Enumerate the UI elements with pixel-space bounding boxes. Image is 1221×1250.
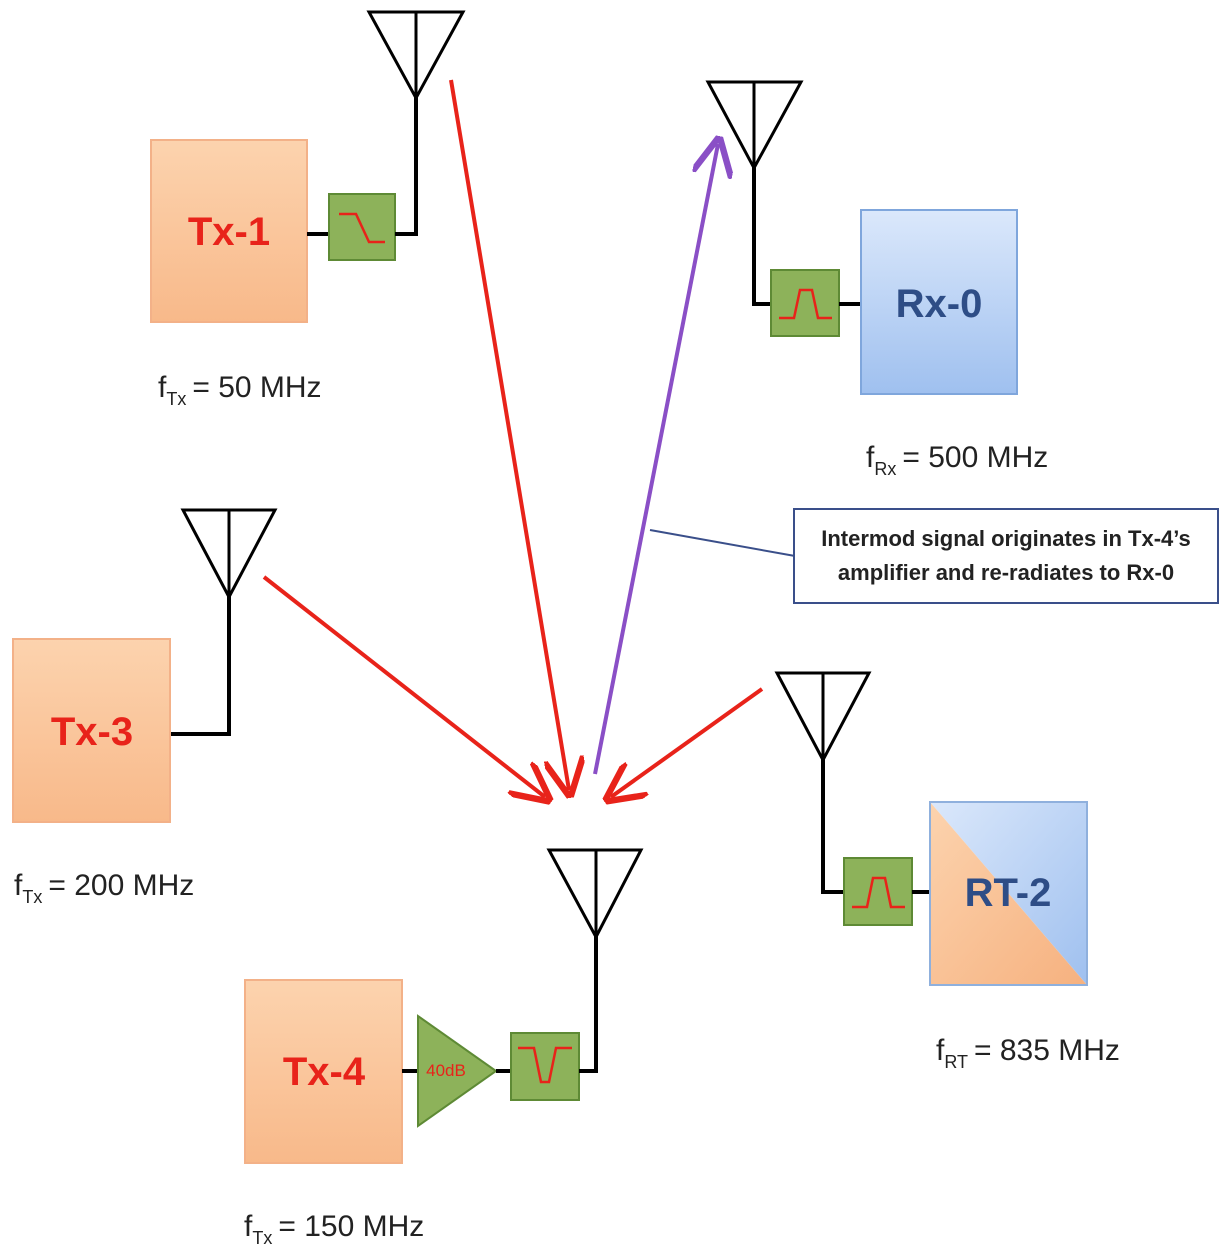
arrow-intermod-to-rx0 (593, 144, 718, 775)
tx3-label: Tx-3 (51, 710, 133, 754)
rx0-filter (770, 269, 840, 337)
rx0-group: Rx-0 fRx= 500 MHz (705, 80, 1048, 479)
amplifier-gain: 40dB (426, 1061, 466, 1080)
tx4-feed-line (579, 936, 598, 1073)
tx4-antenna-icon (546, 848, 644, 941)
rt2-antenna-icon (774, 671, 872, 764)
tx1-block (150, 139, 308, 323)
tx1-feed-line (395, 96, 418, 236)
rx0-label: Rx-0 (896, 282, 983, 326)
tx1-label: Tx-1 (188, 210, 270, 254)
tx4-block (244, 979, 403, 1164)
bandpass-filter-icon (779, 288, 832, 320)
tx1-group: Tx-1 fTx= 50 MHz (150, 10, 466, 409)
rx0-frequency: fRx= 500 MHz (866, 441, 1048, 479)
tx4-filter (510, 1032, 580, 1101)
rx0-antenna-icon (705, 80, 804, 172)
rx0-feed-line (752, 166, 771, 306)
tx3-feed-line (171, 595, 231, 736)
tx1-antenna-icon (366, 10, 466, 102)
tx1-frequency: fTx= 50 MHz (158, 371, 322, 409)
tx4-label: Tx-4 (283, 1050, 366, 1094)
rx0-block (860, 209, 1018, 395)
rt2-feed-line (821, 758, 844, 894)
tx3-antenna-icon (180, 508, 278, 601)
tx3-frequency: fTx= 200 MHz (14, 869, 194, 907)
arrow-tx1-to-tx4 (449, 79, 569, 790)
rt2-block (929, 801, 1088, 986)
bandpass-filter-icon (852, 876, 905, 909)
rt2-filter (843, 857, 913, 926)
arrow-tx3-to-tx4 (262, 575, 545, 797)
tx4-group: Tx-4 40dB fTx= 150 MHz (244, 848, 644, 1248)
arrow-rt2-to-tx4 (611, 687, 764, 797)
tx4-frequency: fTx= 150 MHz (244, 1210, 424, 1245)
rt2-group: RT-2 fRT= 835 MHz (774, 671, 1120, 1072)
callout-line-1: Intermod signal originates in Tx-4’s (821, 526, 1191, 551)
intermod-callout: Intermod signal originates in Tx-4’s amp… (793, 508, 1219, 604)
lowpass-filter-icon (339, 212, 385, 244)
rt2-label: RT-2 (965, 871, 1052, 915)
amplifier-icon (417, 1014, 498, 1128)
rt2-frequency: fRT= 835 MHz (936, 1034, 1120, 1072)
tx3-group: Tx-3 fTx= 200 MHz (12, 508, 278, 907)
callout-leader-line (649, 529, 796, 557)
tx3-block (12, 638, 171, 823)
callout-line-2: amplifier and re-radiates to Rx-0 (837, 560, 1175, 585)
bandstop-filter-icon (518, 1046, 572, 1084)
